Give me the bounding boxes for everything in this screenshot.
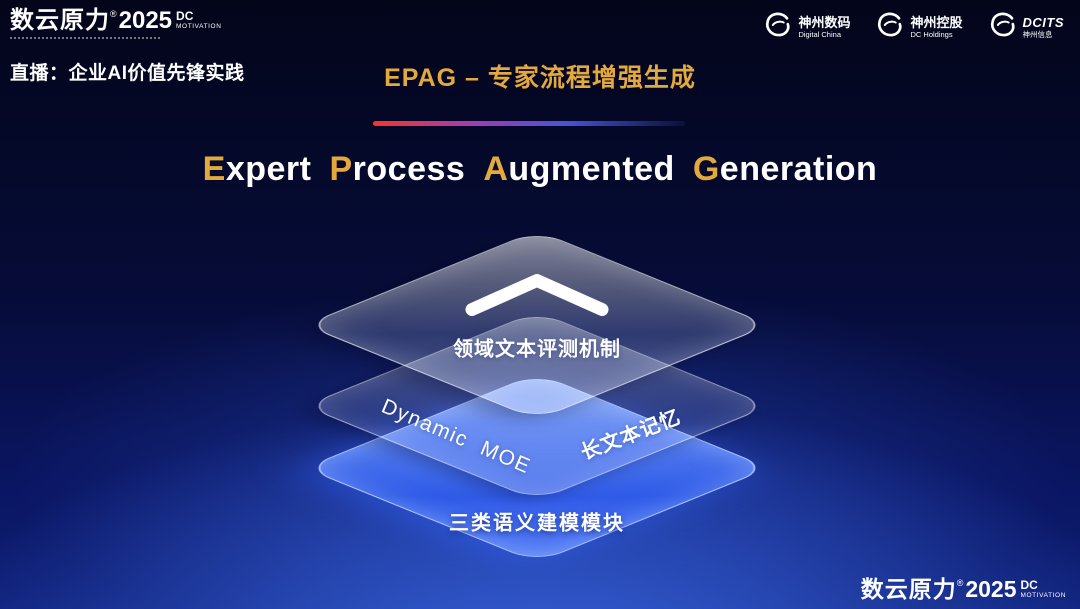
gradient-divider-line bbox=[373, 121, 685, 126]
brand-suffix: DC MOTIVATION bbox=[1021, 578, 1066, 600]
live-stream-label: 直播：企业AI价值先锋实践 bbox=[10, 63, 245, 84]
brand-registered-mark: ® bbox=[956, 578, 964, 588]
title-word: rocess bbox=[352, 150, 466, 188]
brand-registered-mark: ® bbox=[110, 9, 117, 19]
title-initial: P bbox=[329, 150, 353, 188]
partner-name: 神州数码 bbox=[798, 14, 851, 30]
brand-year: 2025 bbox=[118, 7, 173, 34]
title-initial: E bbox=[202, 150, 226, 188]
title-word: eneration bbox=[719, 150, 878, 188]
brand-dc: DC bbox=[1020, 578, 1038, 592]
partner-subtitle: Digital China bbox=[798, 30, 841, 40]
brand-logo-top-left: 数云原力 ® 2025 DC MOTIVATION bbox=[10, 9, 222, 39]
top-layer-label: 领域文本评测机制 bbox=[453, 338, 621, 361]
partner-name: 神州控股 bbox=[910, 14, 963, 30]
title-initial: G bbox=[692, 150, 720, 188]
digital-china-swoosh-icon bbox=[762, 10, 792, 45]
brand-dotted-underline bbox=[10, 37, 160, 39]
title-word: ugmented bbox=[508, 150, 675, 188]
page-title: EPAG – 专家流程增强生成 bbox=[384, 64, 696, 92]
title-word: xpert bbox=[225, 150, 312, 188]
brand-name: 数云原力 bbox=[10, 7, 110, 34]
partner-digital-china: 神州数码 Digital China bbox=[762, 10, 850, 45]
brand-logo-bottom-right: 数云原力 ® 2025 DC MOTIVATION bbox=[861, 578, 1066, 601]
partner-subtitle: DC Holdings bbox=[910, 30, 953, 40]
dcits-swoosh-icon bbox=[987, 10, 1017, 45]
partner-logos: 神州数码 Digital China 神州控股 DC Holdings DCIT… bbox=[762, 10, 1064, 45]
title-initial: A bbox=[483, 150, 509, 188]
bottom-layer-label: 三类语义建模模块 bbox=[449, 512, 625, 535]
partner-dc-holdings: 神州控股 DC Holdings bbox=[874, 10, 963, 45]
chevron-up-icon bbox=[462, 272, 612, 323]
brand-suffix: DC MOTIVATION bbox=[176, 9, 221, 31]
partner-dcits: DCITS 神州信息 bbox=[987, 10, 1065, 45]
brand-motivation: MOTIVATION bbox=[1020, 592, 1066, 599]
brand-dc: DC bbox=[176, 9, 194, 23]
brand-name: 数云原力 bbox=[860, 576, 957, 602]
dc-holdings-swoosh-icon bbox=[874, 10, 904, 45]
brand-motivation: MOTIVATION bbox=[176, 23, 222, 30]
brand-year: 2025 bbox=[965, 576, 1017, 602]
partner-name: DCITS bbox=[1022, 14, 1064, 30]
partner-subtitle: 神州信息 bbox=[1022, 30, 1053, 40]
main-title: Expert Process Augmented Generation bbox=[0, 150, 1080, 189]
